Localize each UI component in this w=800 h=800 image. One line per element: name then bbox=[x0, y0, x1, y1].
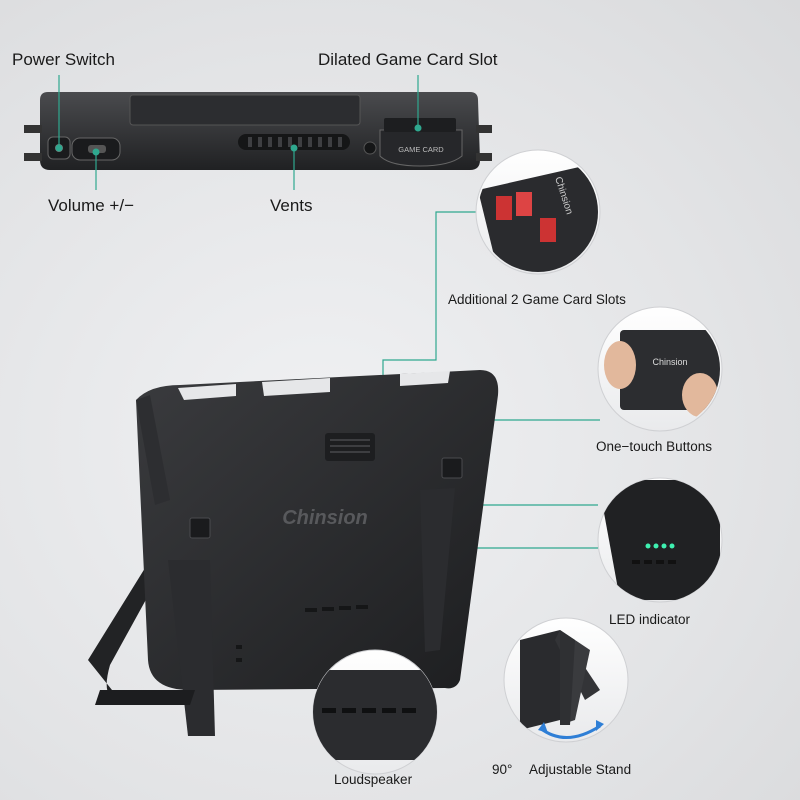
label-led: LED indicator bbox=[609, 612, 691, 627]
label-adjustable-stand: Adjustable Stand bbox=[529, 762, 632, 777]
detail-loudspeaker bbox=[312, 649, 438, 775]
label-volume: Volume +/− bbox=[48, 196, 135, 215]
label-vents: Vents bbox=[270, 196, 313, 215]
label-angle: 90° bbox=[492, 762, 513, 777]
detail-adjustable-stand bbox=[503, 617, 629, 743]
game-card-slot: GAME CARD bbox=[379, 118, 463, 167]
label-loudspeaker: Loudspeaker bbox=[334, 772, 413, 787]
top-edge-view: GAME CARD bbox=[24, 92, 492, 170]
game-card-text: GAME CARD bbox=[398, 145, 444, 154]
label-dilated-slot: Dilated Game Card Slot bbox=[318, 50, 498, 69]
label-additional-slots: Additional 2 Game Card Slots bbox=[448, 292, 626, 307]
main-device-back: Chinsion bbox=[88, 370, 499, 736]
vent-grille bbox=[238, 134, 350, 150]
detail-card-slots: Chinsion bbox=[475, 149, 601, 275]
detail-one-touch: Chinsion bbox=[597, 306, 723, 432]
brand-logo-text: Chinsion bbox=[282, 507, 368, 529]
brand-text-onetouch: Chinsion bbox=[652, 357, 687, 367]
label-one-touch: One−touch Buttons bbox=[596, 439, 712, 454]
detail-led bbox=[597, 477, 723, 603]
label-power-switch: Power Switch bbox=[12, 50, 115, 69]
